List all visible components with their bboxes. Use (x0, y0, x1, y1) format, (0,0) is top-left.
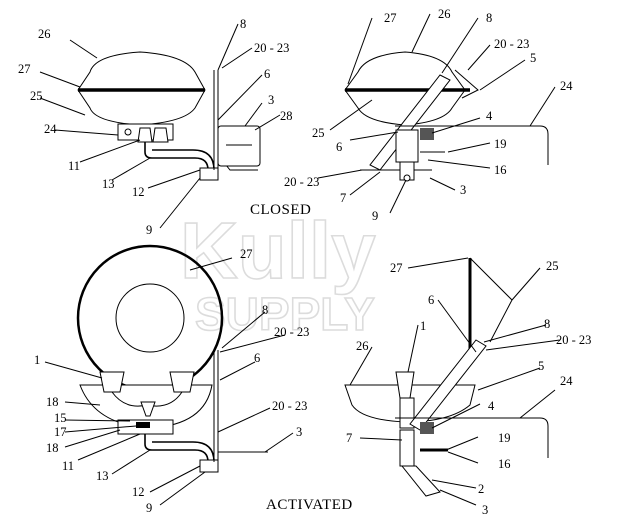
label-3: 3 (460, 183, 466, 197)
label-16: 16 (498, 457, 511, 471)
label-15: 15 (54, 411, 67, 425)
label-20-23: 20 - 23 (274, 325, 309, 339)
label-9: 9 (372, 209, 378, 223)
label-20-23: 20 - 23 (494, 37, 529, 51)
watermark-line1: Kully (180, 206, 376, 295)
label-24: 24 (560, 374, 573, 388)
label-27: 27 (240, 247, 253, 261)
label-20-23: 20 - 23 (284, 175, 319, 189)
sign-plate (217, 125, 261, 167)
closed-side-view (344, 51, 549, 182)
closed-front-view (77, 51, 261, 181)
spray-head-left (99, 371, 125, 393)
label-3: 3 (482, 503, 488, 517)
label-8: 8 (544, 317, 550, 331)
flow-control (140, 401, 156, 417)
label-8: 8 (262, 303, 268, 317)
label-19: 19 (494, 137, 507, 151)
label-11: 11 (68, 159, 80, 173)
watermark-line2: SUPPLY (195, 288, 375, 340)
label-25: 25 (30, 89, 43, 103)
label-9: 9 (146, 223, 152, 237)
spray-head-right (169, 371, 195, 393)
label-5: 5 (538, 359, 544, 373)
supply-pipe (144, 142, 209, 171)
mount-wall (395, 125, 549, 165)
label-25: 25 (312, 126, 325, 140)
caption-closed: CLOSED (250, 202, 311, 218)
label-8: 8 (486, 11, 492, 25)
label-20-23b: 20 - 23 (272, 399, 307, 413)
label-26: 26 (38, 27, 51, 41)
label-12: 12 (132, 185, 145, 199)
valve-body-side (395, 129, 419, 163)
label-2: 2 (478, 482, 484, 496)
cover-hinge-open (469, 257, 513, 343)
label-6: 6 (254, 351, 260, 365)
valve-side-act (399, 429, 415, 467)
label-27: 27 (390, 261, 403, 275)
label-3: 3 (268, 93, 274, 107)
cover-inner-ring (115, 283, 185, 353)
label-24: 24 (560, 79, 573, 93)
pipe-fitting-act (199, 459, 219, 473)
label-28: 28 (280, 109, 293, 123)
label-12: 12 (132, 485, 145, 499)
label-20-23: 20 - 23 (254, 41, 289, 55)
valve-body-2 (152, 127, 169, 143)
label-9: 9 (146, 501, 152, 515)
cover-hinge (454, 69, 479, 99)
label-11: 11 (62, 459, 74, 473)
label-13: 13 (102, 177, 115, 191)
label-27: 27 (384, 11, 397, 25)
leader-lines (39, 13, 561, 506)
labels-top-left: 26 27 25 24 11 13 12 9 8 20 - 23 6 3 28 (18, 17, 293, 237)
label-1: 1 (34, 353, 40, 367)
lever-act (400, 465, 441, 497)
label-6: 6 (428, 293, 434, 307)
label-4: 4 (488, 399, 495, 413)
label-17: 17 (54, 425, 67, 439)
label-16: 16 (494, 163, 507, 177)
riser-side (399, 397, 415, 429)
label-1: 1 (420, 319, 426, 333)
label-3: 3 (296, 425, 302, 439)
label-26: 26 (356, 339, 369, 353)
labels-top-right: 27 26 8 20 - 23 5 24 4 25 6 19 16 20 - 2… (284, 7, 573, 223)
flag-block-act (420, 422, 434, 434)
label-19: 19 (498, 431, 511, 445)
label-13: 13 (96, 469, 109, 483)
activated-front-view (76, 244, 268, 473)
label-6: 6 (336, 140, 342, 154)
watermark: Kully SUPPLY (179, 205, 377, 341)
label-8: 8 (240, 17, 246, 31)
label-6: 6 (264, 67, 270, 81)
pipe-fitting (199, 167, 219, 181)
mount-wall-act (395, 417, 549, 458)
label-20-23: 20 - 23 (556, 333, 591, 347)
caption-activated: ACTIVATED (266, 497, 353, 513)
label-24: 24 (44, 122, 57, 136)
label-26: 26 (438, 7, 451, 21)
label-5: 5 (530, 51, 536, 65)
label-7: 7 (340, 191, 346, 205)
label-27: 27 (18, 62, 31, 76)
valve-body (137, 127, 153, 143)
flag-block (420, 128, 434, 140)
label-18b: 18 (46, 441, 59, 455)
bolt (124, 128, 132, 136)
activated-side-view (344, 257, 549, 497)
labels-bottom-left: 27 8 20 - 23 1 6 18 15 17 18 20 - 23 3 1… (34, 247, 309, 515)
label-4: 4 (486, 109, 493, 123)
label-25: 25 (546, 259, 559, 273)
labels-bottom-right: 27 25 6 1 8 20 - 23 26 5 24 4 7 19 16 2 … (346, 259, 591, 517)
label-7: 7 (346, 431, 352, 445)
label-18: 18 (46, 395, 59, 409)
